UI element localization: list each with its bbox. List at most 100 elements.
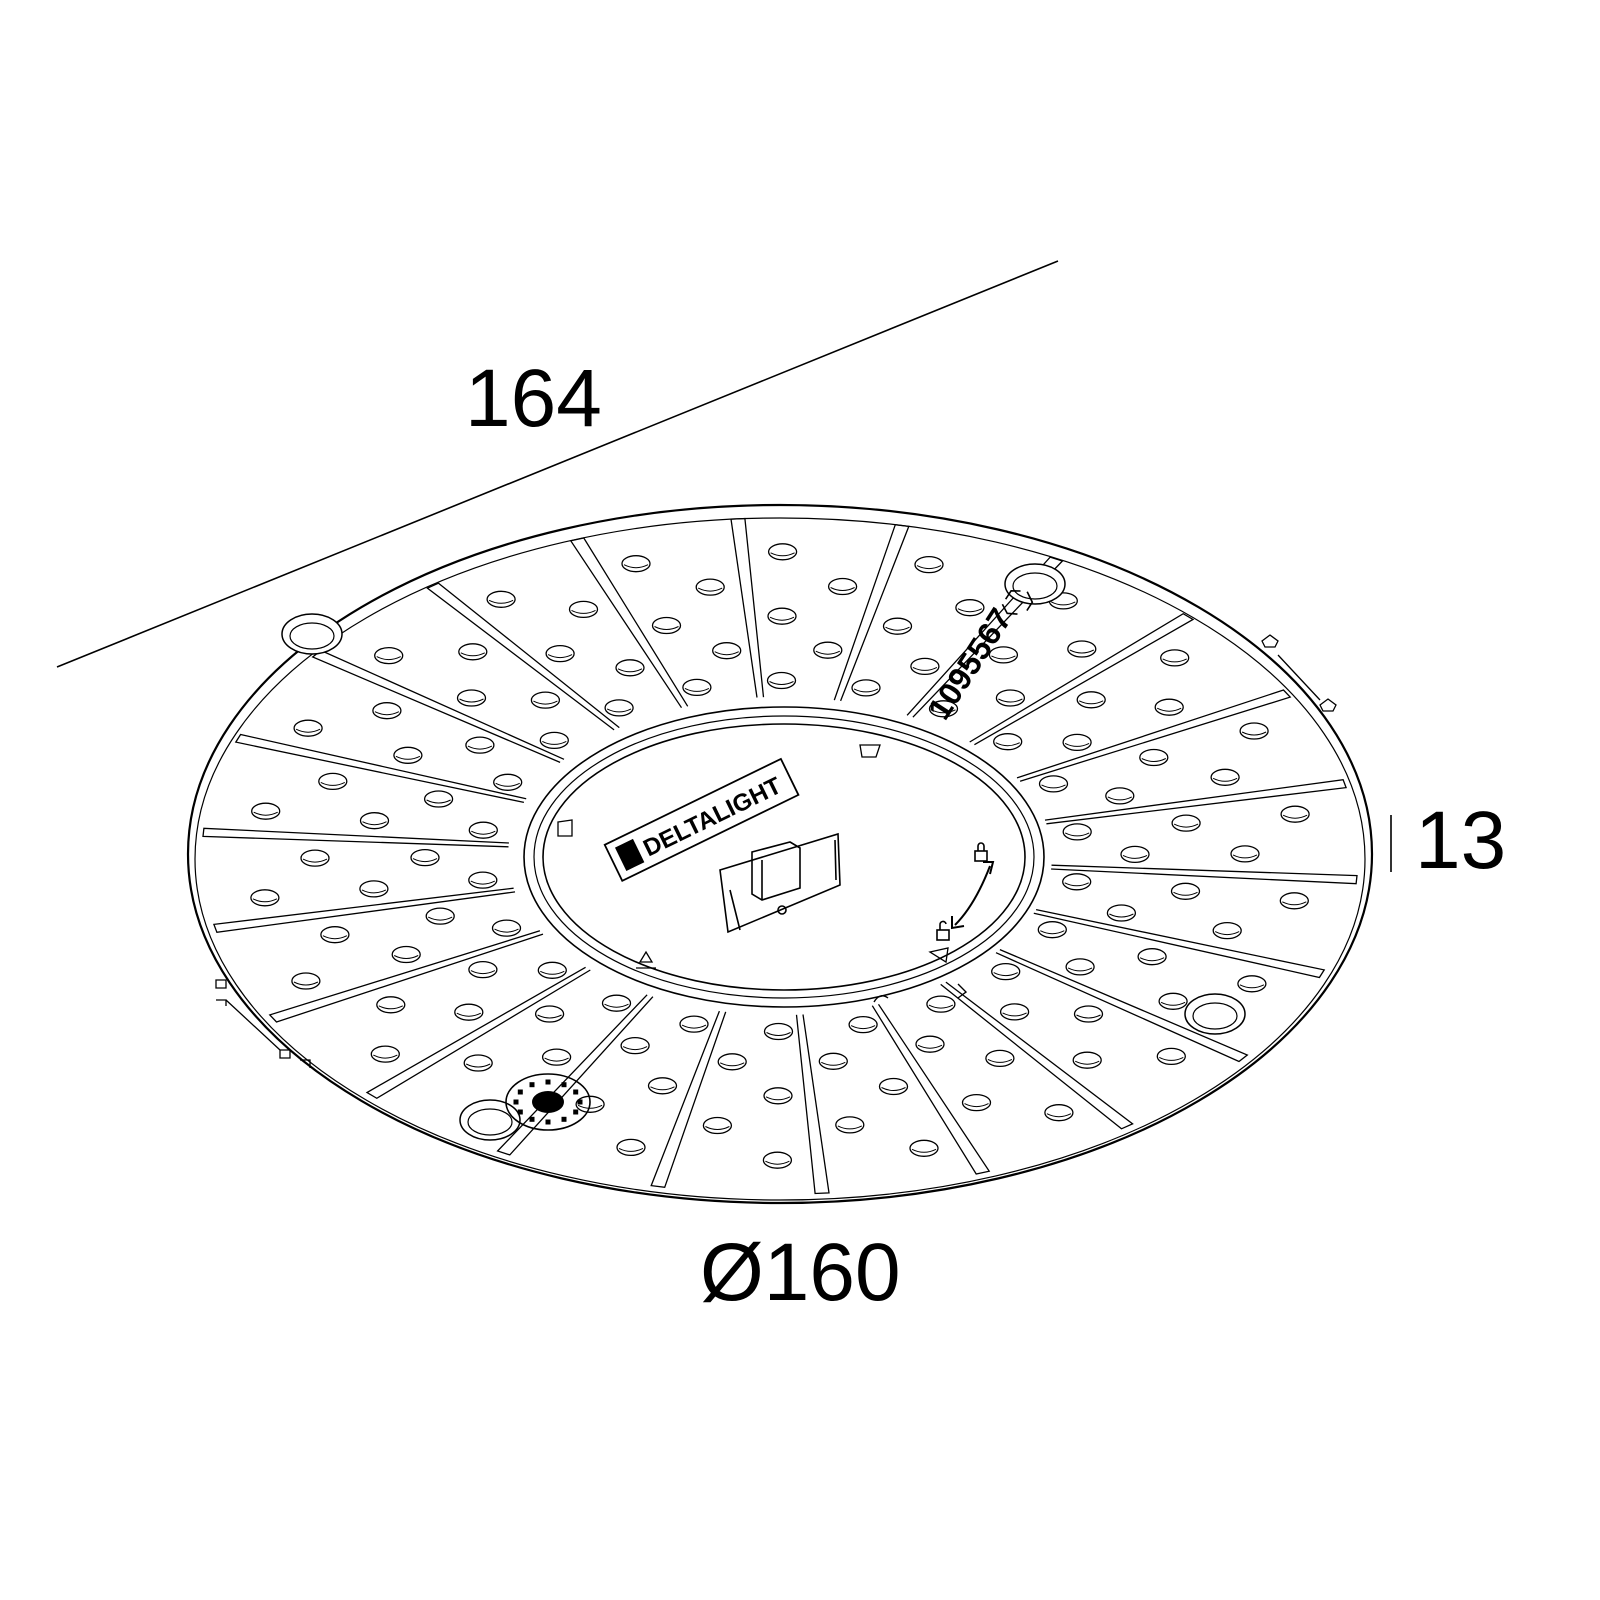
lens-hole-shadow xyxy=(991,655,1016,660)
lens-hole-shadow xyxy=(1282,814,1308,819)
lens-hole-shadow xyxy=(993,972,1018,977)
disc-outer-rim xyxy=(186,503,1374,1205)
lens-hole xyxy=(300,849,330,867)
lens-hole-shadow xyxy=(1064,742,1090,747)
lens-hole-shadow xyxy=(1051,601,1076,606)
rib xyxy=(833,523,910,702)
lens-hole-shadow xyxy=(362,821,387,826)
rim-clip-right-top xyxy=(1261,634,1337,712)
lens-hole-shadow xyxy=(470,880,496,885)
lens-hole-shadow xyxy=(1141,758,1167,762)
lens-hole xyxy=(1105,787,1135,805)
date-wheel-tick xyxy=(573,1109,579,1115)
lens-hole xyxy=(717,1053,747,1071)
lens-hole-shadow xyxy=(1064,882,1089,887)
lens-hole xyxy=(1137,948,1167,966)
lens-hole xyxy=(530,691,561,709)
lens-hole-shadow xyxy=(769,681,794,685)
lens-hole xyxy=(914,555,944,574)
unlock-icon xyxy=(936,920,950,941)
date-wheel-tick xyxy=(561,1082,567,1088)
lens-hole xyxy=(568,600,599,619)
date-wheel-tick xyxy=(529,1082,535,1088)
lens-hole-shadow xyxy=(494,928,519,933)
lens-hole xyxy=(393,746,423,764)
lens-hole-shadow xyxy=(1002,1012,1027,1017)
part-number-text: 1095567 xyxy=(921,602,1019,726)
lens-hole xyxy=(468,871,498,889)
lens-hole-shadow xyxy=(571,609,596,614)
lens-hole xyxy=(1062,733,1092,752)
lens-hole-shadow xyxy=(488,599,514,604)
lens-hole xyxy=(1156,1047,1186,1066)
lens-hole xyxy=(961,1093,992,1112)
lens-hole xyxy=(1037,921,1067,939)
width-dimension-line xyxy=(56,260,1059,668)
lens-hole-shadow xyxy=(850,1025,876,1030)
lens-hole xyxy=(1073,1005,1104,1023)
lens-hole-shadow xyxy=(821,1061,846,1066)
lens-hole-shadow xyxy=(1173,891,1198,896)
lens-hole-shadow xyxy=(622,1046,648,1051)
lens-hole xyxy=(955,599,985,617)
lens-hole xyxy=(926,995,956,1013)
lens-hole xyxy=(1170,882,1201,900)
lens-hole-shadow xyxy=(957,608,983,613)
lens-hole-shadow xyxy=(916,565,942,570)
lens-hole-shadow xyxy=(376,656,401,661)
lens-hole-shadow xyxy=(320,781,346,786)
lens-hole xyxy=(454,1003,484,1021)
brand-logo-icon xyxy=(614,838,645,871)
lens-hole xyxy=(910,657,940,676)
lens-hole xyxy=(878,1077,909,1096)
lens-hole-shadow xyxy=(1156,707,1182,712)
lens-hole-shadow xyxy=(623,564,649,569)
rib xyxy=(940,981,1134,1130)
lens-hole xyxy=(766,671,797,690)
lens-hole xyxy=(320,926,350,944)
lens-hole-shadow xyxy=(765,1160,790,1165)
width-dimension-label: 164 xyxy=(465,353,602,444)
lens-hole xyxy=(359,880,389,898)
lens-hole xyxy=(251,802,281,820)
lens-hole xyxy=(1160,649,1190,667)
lens-hole xyxy=(463,1054,493,1072)
lens-hole-shadow xyxy=(697,587,723,592)
secondary-rotate-marks xyxy=(873,983,968,1003)
lens-hole xyxy=(1212,921,1242,940)
lens-hole xyxy=(1106,904,1137,922)
lens-hole-shadow xyxy=(412,858,438,863)
lens-hole-shadow xyxy=(1239,984,1265,989)
lens-hole xyxy=(486,590,516,608)
lens-hole xyxy=(359,812,390,830)
lens-hole-shadow xyxy=(1040,930,1065,935)
lens-hole xyxy=(465,736,495,754)
lens-hole-shadow xyxy=(1139,957,1165,962)
lens-hole-shadow xyxy=(253,811,278,816)
lens-hole-shadow xyxy=(964,1103,989,1108)
lens-hole-shadow xyxy=(395,755,421,760)
lens-hole-shadow xyxy=(881,1087,906,1091)
lens-hole xyxy=(468,960,498,979)
lens-hole xyxy=(468,821,498,839)
lens-hole xyxy=(848,1015,878,1034)
lens-hole xyxy=(374,646,404,665)
reflector-disc: DELTALIGHT 1095567 xyxy=(186,503,1374,1205)
lens-hole xyxy=(620,1036,650,1055)
lens-hole-shadow xyxy=(830,587,855,591)
rib xyxy=(1044,778,1348,825)
lens-hole-shadow xyxy=(393,955,419,959)
lens-hole xyxy=(915,1035,945,1053)
lens-hole-shadow xyxy=(1162,658,1187,663)
lens-hole xyxy=(545,644,575,663)
lens-hole xyxy=(813,641,843,659)
rib xyxy=(496,994,654,1156)
date-wheel-tick xyxy=(517,1089,523,1095)
lens-hole-shadow xyxy=(456,1012,482,1017)
lens-hole xyxy=(1154,698,1184,716)
mounting-boss xyxy=(281,613,343,655)
lens-hole xyxy=(615,659,645,677)
lens-hole-shadow xyxy=(1107,796,1133,801)
lens-hole-shadow xyxy=(1173,823,1199,828)
date-wheel-tick xyxy=(573,1089,579,1095)
